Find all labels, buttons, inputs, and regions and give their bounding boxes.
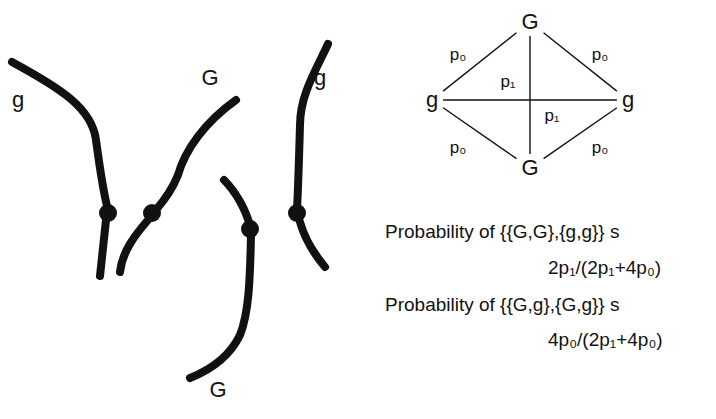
- edge-probability: p₀: [450, 46, 467, 65]
- probability-text: Probability of {{G,g},{G,g}} s: [385, 295, 620, 316]
- chromosome-arm: [297, 44, 328, 210]
- chromosome-arm: [154, 100, 236, 212]
- chromosome-arm: [224, 180, 250, 226]
- allele-label: G: [521, 9, 538, 34]
- allele-node: g: [619, 88, 637, 112]
- allele-label: G: [209, 378, 226, 402]
- allele-label: G: [521, 155, 538, 180]
- probability-text: Probability of {{G,G},{g,g}} s: [385, 222, 620, 243]
- centromere-dot: [143, 204, 161, 222]
- chromosome-arm: [120, 220, 148, 272]
- allele-label: g: [314, 66, 326, 90]
- allele-node: G: [518, 156, 541, 180]
- probability-edge: [544, 33, 617, 91]
- edge-probability: p₀: [592, 139, 609, 158]
- allele-node: G: [518, 10, 541, 34]
- chromosome-arm: [300, 222, 325, 267]
- allele-label: g: [622, 87, 634, 112]
- chromosome-arm: [190, 236, 251, 378]
- probability-edge: [529, 36, 530, 154]
- allele-label: g: [12, 88, 24, 112]
- edge-probability: p₀: [592, 46, 609, 65]
- edge-probability: p₀: [450, 139, 467, 158]
- centromere-dot: [99, 204, 117, 222]
- centromere-dot: [241, 220, 259, 238]
- probability-edge: [443, 108, 516, 159]
- formula-text: 4p₀/(2p₁+4p₀): [548, 330, 663, 351]
- formula-text: 2p₁/(2p₁+4p₀): [548, 258, 661, 279]
- edge-probability: p₁: [500, 73, 515, 92]
- probability-edge: [443, 33, 516, 91]
- allele-node: g: [423, 88, 441, 112]
- chromosome-arm: [100, 220, 106, 276]
- allele-label: G: [201, 66, 218, 90]
- chromosome-arm: [12, 62, 108, 210]
- centromere-dot: [288, 204, 306, 222]
- edge-probability: p₁: [544, 107, 559, 126]
- allele-label: g: [426, 87, 438, 112]
